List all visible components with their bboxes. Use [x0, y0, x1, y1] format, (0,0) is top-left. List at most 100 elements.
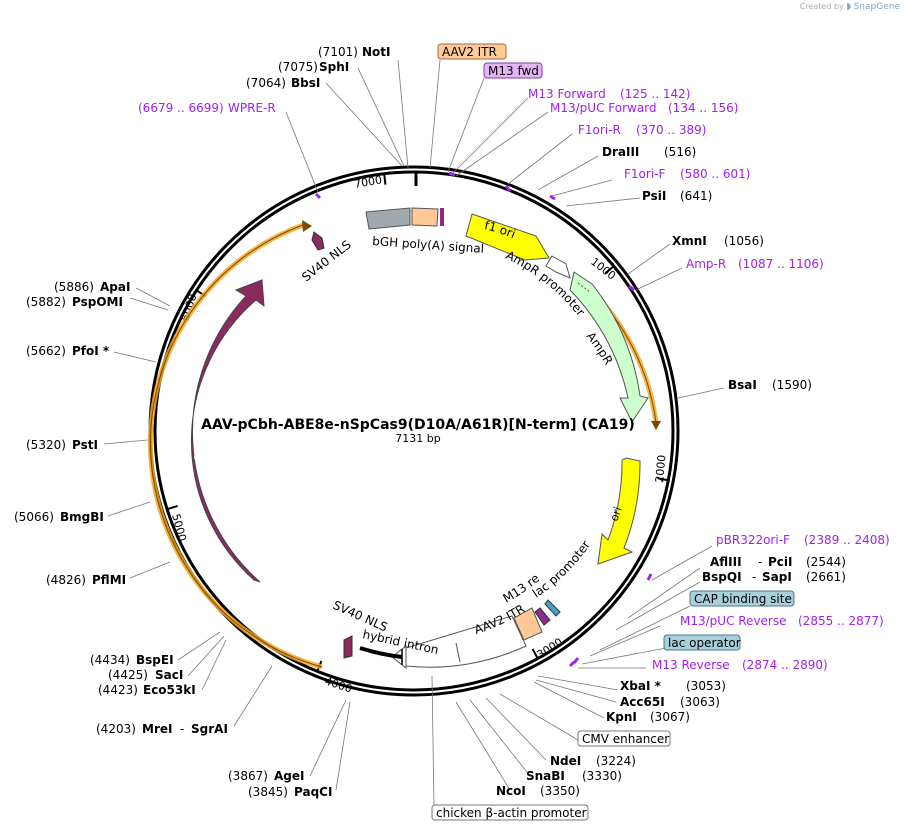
lac-promoter-label: lac promoter — [530, 538, 593, 601]
primer-m13-puc-reverse: M13/pUC Reverse — [680, 614, 787, 628]
primer-amp-r: Amp-R — [686, 257, 726, 271]
sv40-nls-top-label: SV40 NLS — [299, 237, 353, 284]
cap-binding-site-label: CAP binding site — [694, 592, 792, 606]
bgh-polya-label: bGH poly(A) signal — [372, 234, 485, 256]
site-bsai: BsaI — [728, 378, 757, 392]
tick-3000 — [531, 648, 539, 659]
site-sapi: SapI — [762, 570, 792, 584]
site-pfoi-pos: (5662) — [26, 344, 66, 358]
site-afliii-pos: (2544) — [806, 555, 846, 569]
tick-5000 — [167, 504, 178, 510]
site-xbai: XbaI * — [620, 679, 662, 693]
site-sep-3: - — [180, 722, 184, 736]
site-ndei-pos: (3224) — [596, 754, 636, 768]
site-saci: SacI — [155, 668, 183, 682]
site-apai: ApaI — [100, 280, 130, 294]
site-draiii-pos: (516) — [664, 145, 696, 159]
site-bsai-pos: (1590) — [772, 378, 812, 392]
site-noti-pos: (7101) — [318, 45, 358, 59]
f1-ori-feature — [465, 213, 550, 261]
primer-m13-forward-range: (125 .. 142) — [620, 87, 690, 101]
tick-7000 — [383, 174, 387, 185]
primer-m13-reverse: M13 Reverse — [652, 658, 730, 672]
tick-marks — [167, 174, 668, 671]
site-bspei: BspEI — [136, 653, 174, 667]
site-apai-pos: (5886) — [54, 280, 94, 294]
site-snabi: SnaBI — [526, 769, 565, 783]
site-xmni-pos: (1056) — [724, 234, 764, 248]
site-mrei: MreI — [142, 722, 172, 736]
primer-wpre-r: WPRE-R — [228, 101, 276, 115]
site-sep-2: - — [752, 570, 756, 584]
site-ndei: NdeI — [550, 754, 581, 768]
primer-pbr322ori-f: pBR322ori-F — [716, 533, 790, 547]
site-afliii: AflIII — [710, 555, 742, 569]
site-kpni-pos: (3067) — [650, 710, 690, 724]
ampr-promoter-feature — [545, 255, 571, 279]
cas9-label: Cas9(D) — [192, 417, 208, 462]
lac-operator-label: lac operator — [668, 636, 741, 650]
tick-2000 — [657, 477, 668, 482]
primer-f1ori-f: F1ori-F — [624, 167, 665, 181]
aav2-itr-bottom-feature — [513, 607, 543, 641]
aav2-itr-top-box-label: AAV2 ITR — [442, 45, 497, 59]
primer-m13-puc-forward-range: (134 .. 156) — [668, 101, 738, 115]
tick-label-4000: 4000 — [323, 674, 354, 695]
site-kpni: KpnI — [606, 710, 637, 724]
ampr-signal-divider — [577, 282, 591, 293]
site-paqci-pos: (3845) — [248, 785, 288, 799]
snapgene-name: SnapGene — [853, 2, 900, 12]
site-psii: PsiI — [642, 189, 666, 203]
primer-f1ori-f-range: (580 .. 601) — [680, 167, 750, 181]
site-sgrai: SgrAI — [191, 722, 228, 736]
site-sphi-pos: (7075) — [278, 60, 318, 74]
site-pfoi: PfoI * — [72, 344, 110, 358]
site-noti: NotI — [362, 45, 391, 59]
primer-amp-r-range: (1087 .. 1106) — [738, 257, 824, 271]
site-acc65i: Acc65I — [620, 695, 665, 709]
site-sep-1: - — [758, 555, 762, 569]
site-leader-lines — [103, 59, 725, 809]
m13-fwd-box — [483, 62, 543, 79]
site-xbai-pos: (3053) — [686, 679, 726, 693]
m13-rev-feature — [534, 607, 551, 626]
lac-promoter-feature — [544, 599, 561, 617]
site-psti: PstI — [72, 438, 98, 452]
site-draiii: DraIII — [602, 145, 639, 159]
cas9-orf-arrowhead — [302, 220, 312, 232]
site-pflmi-pos: (4826) — [46, 573, 86, 587]
created-by-text: Created by — [799, 2, 844, 11]
site-bspqi-pos: (2661) — [806, 570, 846, 584]
site-agei-pos: (3867) — [228, 769, 268, 783]
primer-m13-forward: M13 Forward — [528, 87, 606, 101]
site-bbsi: BbsI — [291, 76, 320, 90]
ampr-feature — [569, 271, 649, 423]
m13-fwd-box-label: M13 fwd — [488, 64, 539, 78]
site-psti-pos: (5320) — [26, 438, 66, 452]
sv40-nls-bottom-feature — [343, 635, 353, 659]
cmv-enhancer-box — [577, 730, 671, 747]
backbone-inner-ring — [153, 170, 675, 692]
cas9-orf-arc-core — [150, 223, 323, 668]
site-bmgbi-pos: (5066) — [14, 510, 54, 524]
primer-f1ori-r-range: (370 .. 389) — [636, 123, 706, 137]
bgh-polya-feature — [365, 207, 411, 230]
hybrid-intron-feature — [359, 646, 403, 659]
site-bspqi: BspQI — [702, 570, 742, 584]
site-agei: AgeI — [274, 769, 304, 783]
ori-feature — [597, 457, 641, 565]
primer-m13-puc-reverse-range: (2855 .. 2877) — [798, 614, 884, 628]
site-pcii: PciI — [768, 555, 793, 569]
site-sphi: SphI — [319, 60, 349, 74]
site-pspomi-pos: (5882) — [26, 295, 66, 309]
sv40-nls-bottom-label: SV40 NLS — [331, 598, 390, 634]
ampr-orf-arrowhead — [651, 421, 661, 430]
primer-f1ori-r: F1ori-R — [578, 123, 621, 137]
site-bspei-pos: (4434) — [90, 653, 130, 667]
site-bbsi-pos: (7064) — [246, 76, 286, 90]
chicken-beta-actin-promoter-box — [431, 804, 589, 821]
site-ncoi: NcoI — [496, 784, 526, 798]
aav2-itr-top-box — [437, 43, 507, 60]
m13-fwd-feature — [440, 208, 444, 226]
